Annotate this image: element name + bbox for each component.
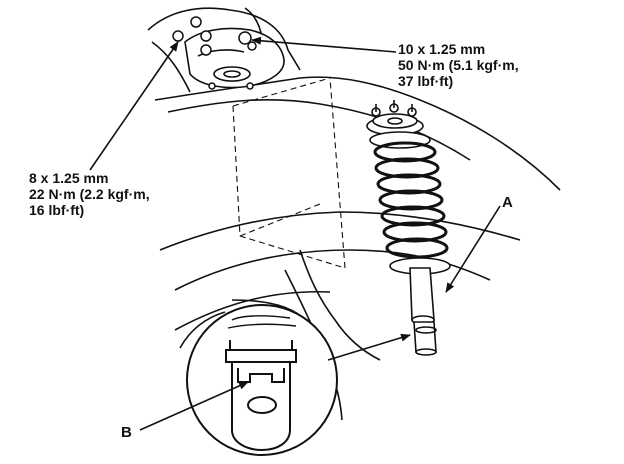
leader-a bbox=[445, 205, 501, 293]
damper-body bbox=[389, 257, 451, 356]
lower-bolt-size: 8 x 1.25 mm bbox=[29, 170, 109, 186]
lower-bolt-torque-callout: 8 x 1.25 mm 22 N·m (2.2 kgf·m, 16 lbf·ft… bbox=[29, 170, 150, 218]
coil-spring bbox=[373, 141, 449, 259]
upper-mount-bolts bbox=[172, 16, 257, 90]
upper-bolt-torque-callout: 10 x 1.25 mm 50 N·m (5.1 kgf·m, 37 lbf·f… bbox=[398, 41, 519, 89]
upper-torque-line2: 37 lbf·ft) bbox=[398, 73, 454, 89]
lower-torque-line2: 16 lbf·ft) bbox=[29, 202, 85, 218]
leader-upper-torque bbox=[251, 36, 397, 53]
leader-inset bbox=[327, 333, 411, 361]
leader-b bbox=[139, 381, 249, 431]
upper-torque-line1: 50 N·m (5.1 kgf·m, bbox=[398, 57, 519, 73]
strut-path-outline bbox=[232, 77, 346, 269]
label-b: B bbox=[121, 424, 132, 441]
leader-lower-torque bbox=[89, 41, 179, 171]
upper-bolt-size: 10 x 1.25 mm bbox=[398, 41, 486, 57]
strut-assembly bbox=[366, 100, 431, 149]
lower-torque-line1: 22 N·m (2.2 kgf·m, bbox=[29, 186, 150, 202]
upper-mount bbox=[184, 27, 285, 89]
label-a: A bbox=[502, 194, 513, 211]
detail-inset bbox=[186, 304, 338, 456]
leader-lines bbox=[89, 36, 501, 431]
